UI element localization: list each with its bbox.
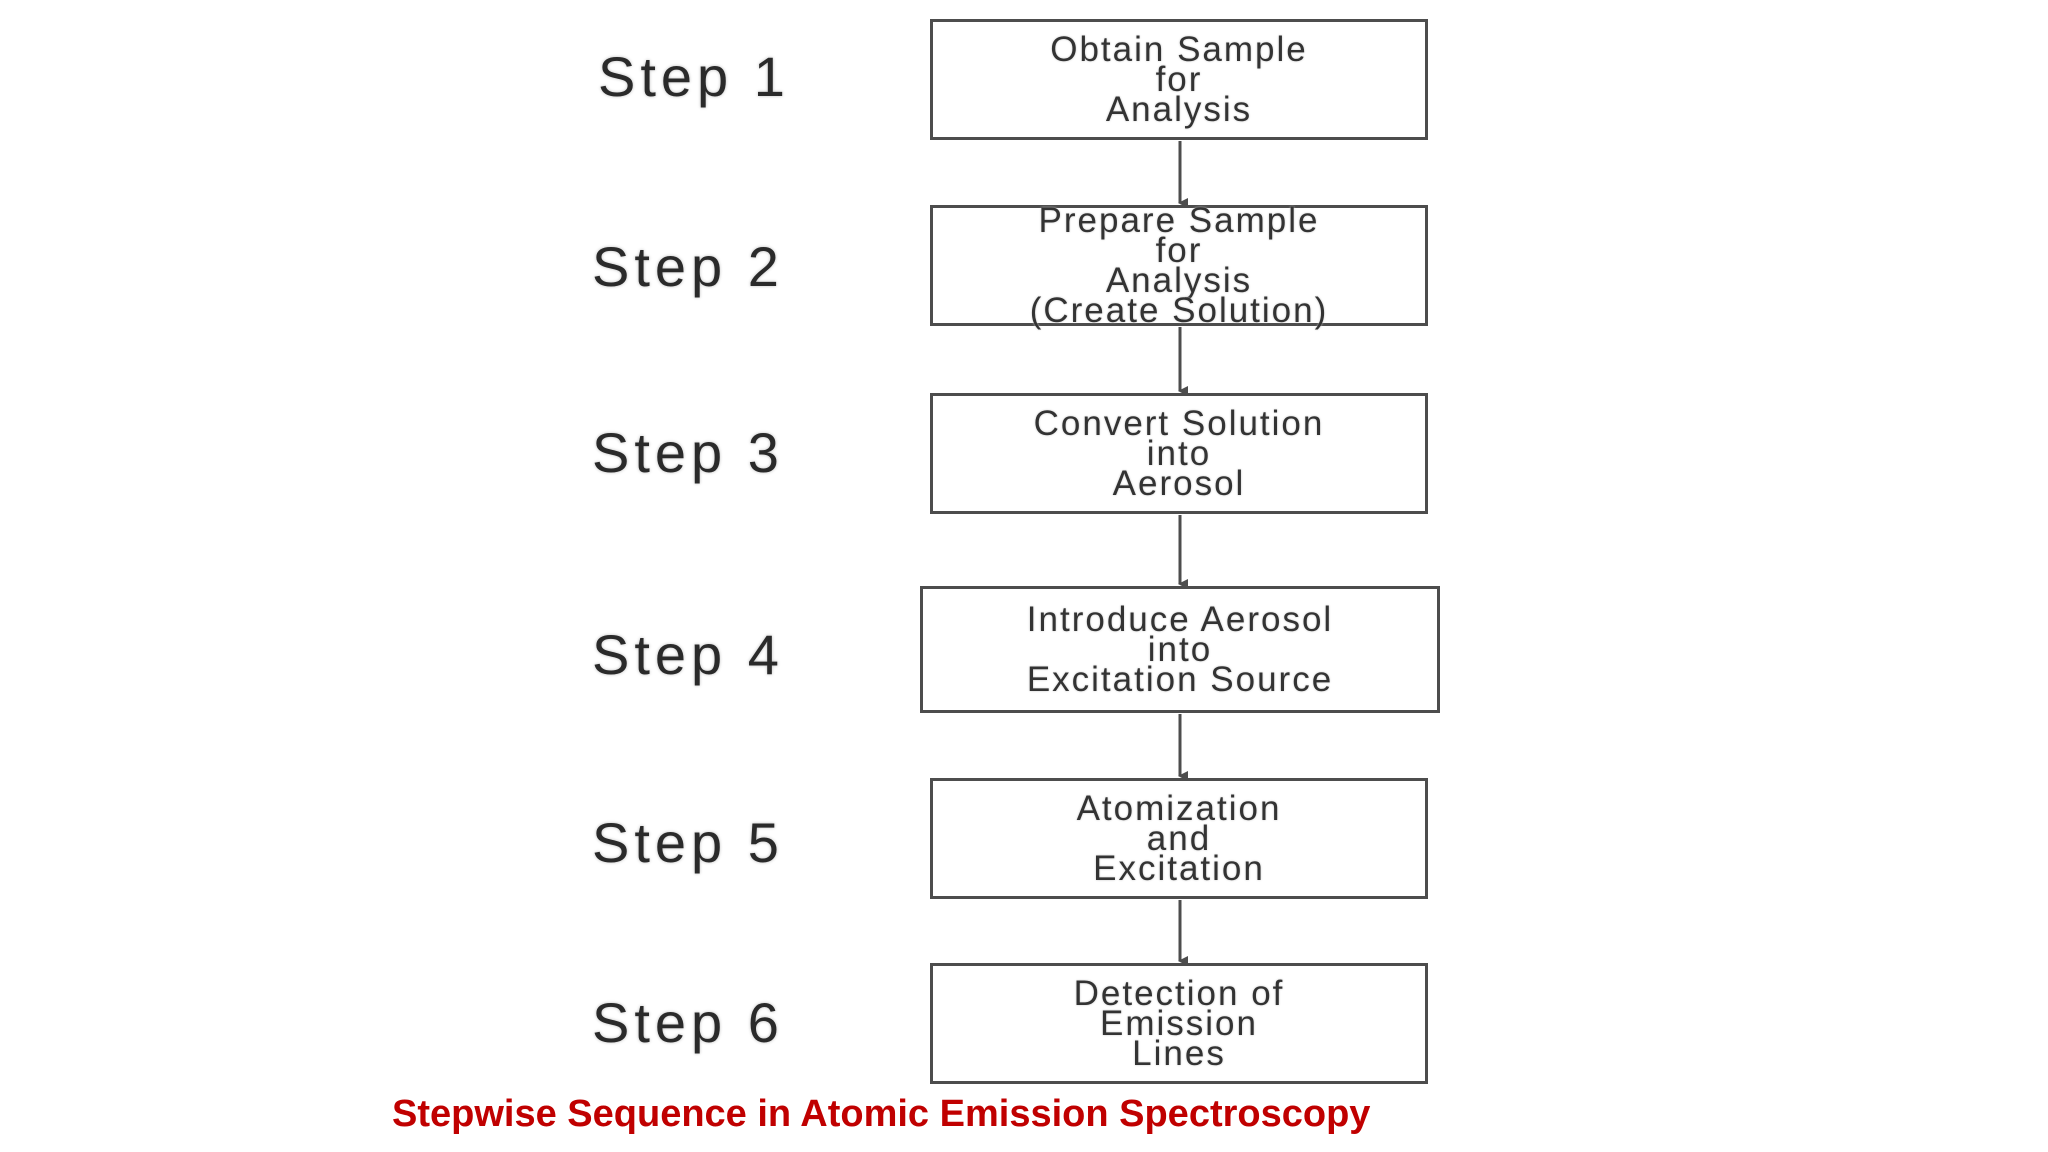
step-6-label: Step 6: [592, 991, 784, 1054]
step-3-box: Convert Solution into Aerosol: [930, 393, 1428, 514]
step-4-label: Step 4: [592, 623, 784, 686]
step-5-text: Atomization and Excitation: [1076, 788, 1282, 888]
step-2-label: Step 2: [592, 235, 784, 298]
step-1-label: Step 1: [598, 45, 790, 108]
step-1-text: Obtain Sample for Analysis: [1050, 29, 1308, 129]
step-3-label: Step 3: [592, 421, 784, 484]
step-4-text: Introduce Aerosol into Excitation Source: [1026, 599, 1334, 699]
step-2-text: Prepare Sample for Analysis (Create Solu…: [1029, 200, 1329, 330]
step-6-text: Detection of Emission Lines: [1073, 973, 1285, 1073]
step-2-box: Prepare Sample for Analysis (Create Solu…: [930, 200, 1428, 330]
step-3-text: Convert Solution into Aerosol: [1033, 403, 1325, 503]
step-1-box: Obtain Sample for Analysis: [930, 19, 1428, 140]
figure-caption: Stepwise Sequence in Atomic Emission Spe…: [392, 1093, 1371, 1135]
step-5-label: Step 5: [592, 811, 784, 874]
step-4-box: Introduce Aerosol into Excitation Source: [920, 586, 1440, 713]
step-6-box: Detection of Emission Lines: [930, 963, 1428, 1084]
